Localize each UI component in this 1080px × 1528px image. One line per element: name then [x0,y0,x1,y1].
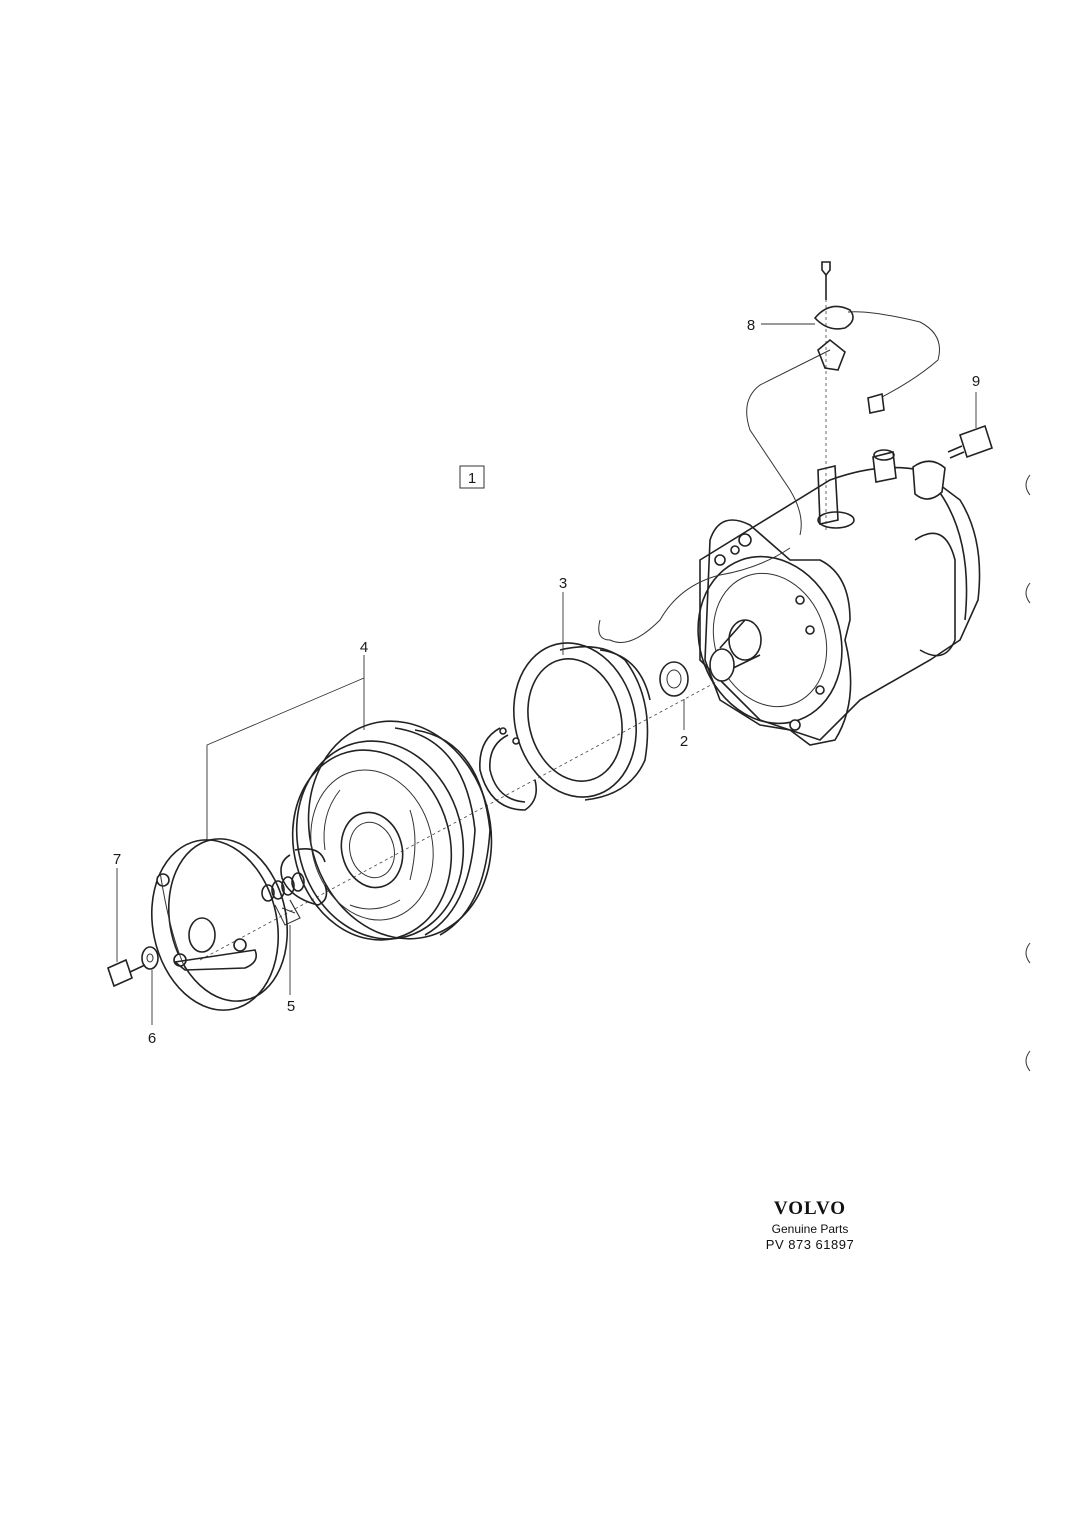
part-number: PV 873 61897 [765,1237,855,1252]
brand-footer: VOLVO Genuine Parts PV 873 61897 [700,1198,920,1252]
clutch-pulley [291,720,493,941]
shaft-seal-ring [659,661,689,697]
figure-box: 1 [459,465,485,489]
callout-2: 2 [680,733,688,750]
brand-subtitle: Genuine Parts [771,1222,849,1236]
callout-4: 4 [360,639,368,656]
snap-ring [479,727,538,811]
callout-9: 9 [972,373,980,390]
binder-marks [1025,474,1031,1072]
pressure-fitting [947,424,993,459]
thermal-switch-assembly [746,261,940,536]
callout-8: 8 [747,317,755,334]
callout-5: 5 [287,998,295,1015]
callout-6: 6 [148,1030,156,1047]
clutch-coil [513,642,651,801]
washer [141,946,159,970]
figure-box-label: 1 [468,470,476,487]
compressor-body [598,449,981,746]
armature-plate [150,838,289,1011]
callout-7: 7 [113,851,121,868]
brand-logo: VOLVO [773,1198,847,1219]
callout-3: 3 [559,575,567,592]
center-bolt [107,958,146,988]
shim-springs [261,848,328,926]
